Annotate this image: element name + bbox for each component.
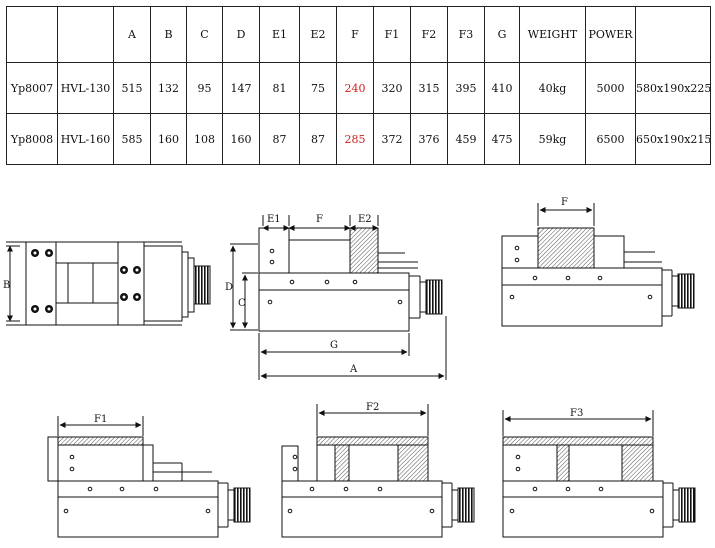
table-cell: 459 [447, 113, 485, 165]
header-cell-a: A [113, 6, 151, 63]
dim-label-e1: E1 [267, 214, 281, 225]
table-cell: 372 [373, 113, 411, 165]
header-cell-blank [6, 6, 58, 63]
table-cell: 475 [484, 113, 520, 165]
table-cell: 650x190x215 [635, 113, 711, 165]
table-cell: 87 [299, 113, 337, 165]
header-cell-f: F [336, 6, 374, 63]
dim-label-a: A [349, 364, 358, 375]
dim-label-jaw-f2: F2 [366, 402, 379, 413]
header-cell-g: G [484, 6, 520, 63]
dim-label-e2: E2 [358, 214, 372, 225]
jaw-f3-drawing [502, 410, 696, 538]
table-cell: 108 [186, 113, 223, 165]
header-cell-weight: WEIGHT [519, 6, 586, 63]
table-cell: 285 [336, 113, 374, 165]
table-cell: 580x190x225 [635, 62, 711, 114]
table-cell: Yp8008 [6, 113, 58, 165]
table-cell: 160 [222, 113, 260, 165]
table-cell: 5000 [585, 62, 636, 114]
header-cell-e2: E2 [299, 6, 337, 63]
table-cell: 410 [484, 62, 520, 114]
top-view-drawing [6, 241, 211, 326]
table-cell: 132 [150, 62, 187, 114]
table-cell: HVL-130 [57, 62, 114, 114]
header-cell-c: C [186, 6, 223, 63]
header-cell-blank [635, 6, 711, 63]
jaw-f1-drawing [47, 416, 251, 538]
side-view-drawing [230, 215, 447, 380]
dim-label-b: B [3, 280, 10, 291]
table-cell: 75 [299, 62, 337, 114]
table-cell: 59kg [519, 113, 586, 165]
table-cell: 376 [410, 113, 448, 165]
header-cell-e1: E1 [259, 6, 300, 63]
header-cell-power: POWER [585, 6, 636, 63]
header-cell-f3: F3 [447, 6, 485, 63]
jaw-f2-drawing [281, 404, 475, 538]
dim-label-c: C [238, 298, 246, 309]
dim-label-jaw-f3: F3 [570, 408, 583, 419]
jaw-f-drawing [501, 203, 695, 327]
table-cell: 6500 [585, 113, 636, 165]
dim-label-jaw-f: F [561, 197, 568, 208]
table-cell: 95 [186, 62, 223, 114]
dim-label-g: G [330, 340, 338, 351]
dim-label-f: F [316, 214, 323, 225]
dim-label-jaw-f1: F1 [94, 414, 107, 425]
header-cell-d: D [222, 6, 260, 63]
dim-label-d: D [225, 282, 233, 293]
table-cell: 395 [447, 62, 485, 114]
